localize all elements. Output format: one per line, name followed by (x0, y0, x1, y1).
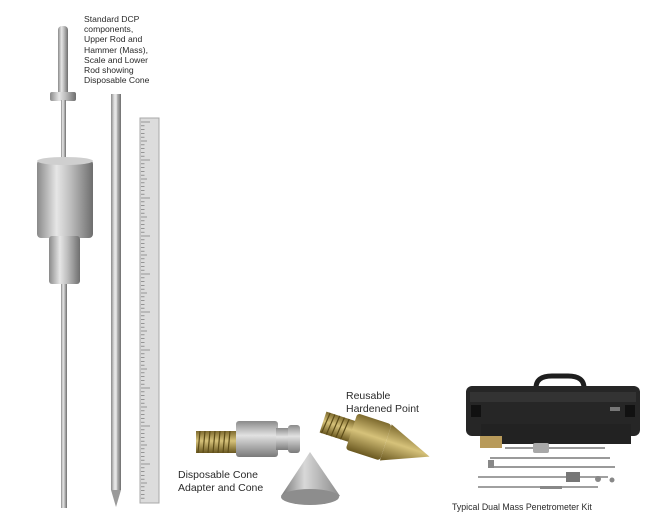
caption-reusable-point: Reusable Hardened Point (346, 390, 419, 415)
caption-kit: Typical Dual Mass Penetrometer Kit (452, 502, 592, 512)
caption-standard-dcp: Standard DCP components, Upper Rod and H… (84, 14, 150, 86)
cone-adapter-icon (196, 421, 300, 457)
disposable-cone-icon (281, 452, 340, 505)
lower-rod-icon (111, 94, 121, 507)
upper-rod-with-hammer-icon (37, 26, 93, 508)
hardened-point-icon (319, 411, 430, 461)
penetrometer-kit-case-icon (466, 373, 640, 489)
measuring-scale-icon (139, 117, 160, 504)
caption-disposable-cone: Disposable Cone Adapter and Cone (178, 469, 264, 494)
